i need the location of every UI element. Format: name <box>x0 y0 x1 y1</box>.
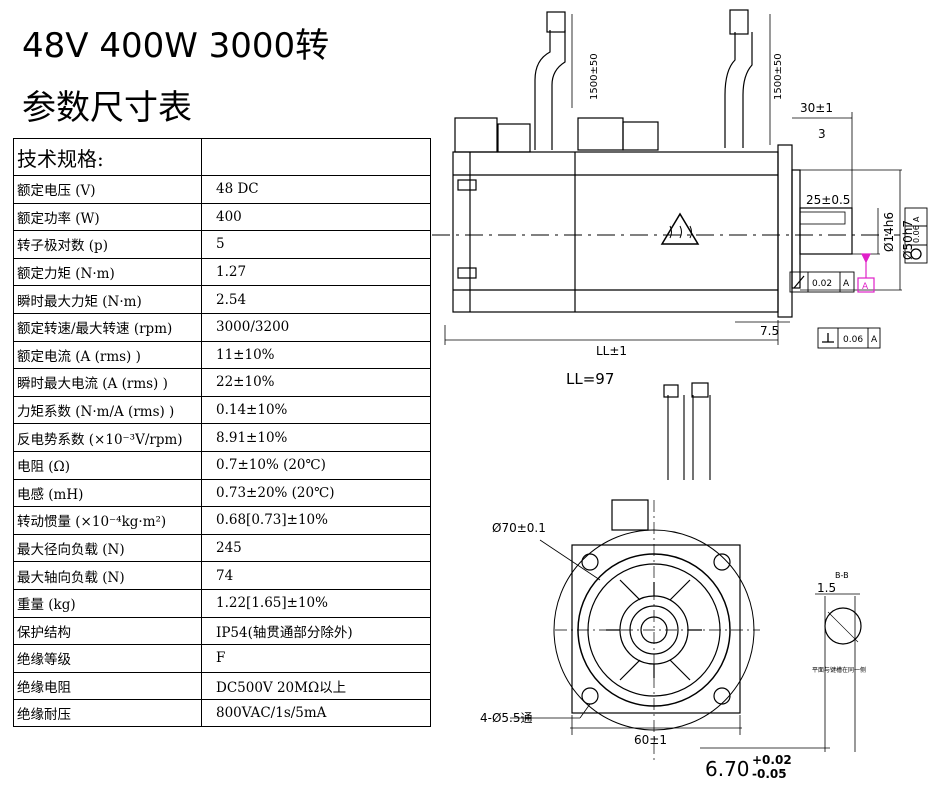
dim-spigot: Ø50h7 <box>901 220 915 260</box>
dim-25: 25±0.5 <box>806 193 850 207</box>
spec-name: 转动惯量 (×10⁻⁴kg·m²) <box>13 506 202 535</box>
spec-value: 1.22[1.65]±10% <box>201 588 431 618</box>
spec-name: 电阻 (Ω) <box>13 450 202 480</box>
cable-2 <box>724 32 736 148</box>
runout-value: 0.02 <box>812 279 832 289</box>
runout-frame <box>789 271 855 293</box>
table-row: 电感 (mH)0.73±20% (20℃) <box>13 478 431 508</box>
cable-1-b <box>551 30 566 150</box>
table-row: 瞬时最大电流 (A (rms) )22±10% <box>13 368 431 397</box>
spec-value: DC500V 20MΩ以上 <box>201 671 431 701</box>
table-row: 额定力矩 (N·m)1.27 <box>13 257 431 287</box>
connector-2 <box>729 9 749 35</box>
connector-housing-2 <box>577 117 624 151</box>
table-row: 最大轴向负载 (N)74 <box>13 561 431 590</box>
spec-value: 245 <box>201 533 431 563</box>
runout-datum: A <box>843 279 850 289</box>
spec-name: 最大轴向负载 (N) <box>13 561 202 590</box>
dim-30: 30±1 <box>800 101 833 115</box>
tol-minus: -0.05 <box>752 767 787 781</box>
table-row: 额定转速/最大转速 (rpm)3000/3200 <box>13 312 431 342</box>
table-row: 重量 (kg)1.22[1.65]±10% <box>13 588 431 618</box>
dim-pcd: Ø70±0.1 <box>492 521 546 535</box>
spec-name: 瞬时最大力矩 (N·m) <box>13 285 202 314</box>
spec-name: 额定电流 (A (rms) ) <box>13 340 202 370</box>
table-header-cell: 技术规格: <box>13 138 202 176</box>
spec-value: 11±10% <box>201 340 431 370</box>
spec-value: 8.91±10% <box>201 423 431 452</box>
connector-1 <box>546 11 566 33</box>
spec-name: 电感 (mH) <box>13 478 202 508</box>
dim-shaft: Ø14h6 <box>882 212 896 252</box>
spec-name: 绝缘等级 <box>13 644 202 673</box>
section-label: B-B <box>835 571 849 580</box>
spec-value: 5 <box>201 230 431 259</box>
dim-7-5: 7.5 <box>760 324 779 338</box>
motor-body <box>452 151 779 313</box>
tol-plus: +0.02 <box>752 753 792 767</box>
cable-length-1: 1500±50 <box>589 53 600 100</box>
ll-value: LL=97 <box>566 370 614 388</box>
spec-name: 额定电压 (V) <box>13 175 202 204</box>
spec-name: 绝缘耐压 <box>13 699 202 728</box>
cable-length-2: 1500±50 <box>773 53 784 100</box>
shaft <box>799 207 853 255</box>
spec-name: 转子极对数 (p) <box>13 230 202 259</box>
dim-1-5: 1.5 <box>817 581 836 595</box>
front-flange <box>571 544 741 714</box>
spec-value: 800VAC/1s/5mA <box>201 699 431 728</box>
title-line-2: 参数尺寸表 <box>22 88 192 128</box>
spec-name: 反电势系数 (×10⁻³V/rpm) <box>13 423 202 452</box>
perp-datum: A <box>871 335 878 345</box>
connector-housing-1 <box>454 117 498 153</box>
spec-value: 400 <box>201 202 431 232</box>
title-line-1: 48V 400W 3000转 <box>22 26 330 66</box>
spec-value: 0.73±20% (20℃) <box>201 478 431 508</box>
dim-6-70: 6.70 <box>705 757 750 781</box>
front-cables <box>667 395 711 480</box>
spec-name: 额定力矩 (N·m) <box>13 257 202 287</box>
table-row: 额定电流 (A (rms) )11±10% <box>13 340 431 370</box>
perpendicularity-frame <box>817 327 881 349</box>
dim-60: 60±1 <box>634 733 667 747</box>
cable-1 <box>534 30 551 150</box>
spec-name: 绝缘电阻 <box>13 671 202 701</box>
side-tol-value: 0.06 <box>912 225 921 243</box>
spec-value: IP54(轴贯通部分除外) <box>201 616 431 646</box>
cable-2-b <box>742 32 753 148</box>
dim-holes: 4-Ø5.5通 <box>480 711 533 725</box>
shaft-section <box>824 607 862 645</box>
spec-value: 0.7±10% (20℃) <box>201 450 431 480</box>
front-connector <box>611 499 649 531</box>
spec-name: 额定转速/最大转速 (rpm) <box>13 312 202 342</box>
spec-name: 力矩系数 (N·m/A (rms) ) <box>13 395 202 425</box>
table-row: 反电势系数 (×10⁻³V/rpm)8.91±10% <box>13 423 431 452</box>
dim-ll: LL±1 <box>596 344 627 358</box>
spec-name: 瞬时最大电流 (A (rms) ) <box>13 368 202 397</box>
table-row: 转子极对数 (p)5 <box>13 230 431 259</box>
table-row: 电阻 (Ω)0.7±10% (20℃) <box>13 450 431 480</box>
mount-hole <box>581 553 599 571</box>
table-header-empty <box>201 138 431 176</box>
flat-note: 平面与键槽在同一侧 <box>812 666 866 674</box>
perp-value: 0.06 <box>843 335 863 345</box>
side-tol-datum: A <box>912 216 921 222</box>
table-header-row: 技术规格: <box>13 138 431 176</box>
spec-value: 0.68[0.73]±10% <box>201 506 431 535</box>
hot-surface-icon <box>660 212 700 245</box>
dim-3: 3 <box>818 127 826 141</box>
spec-value: 22±10% <box>201 368 431 397</box>
spec-name: 保护结构 <box>13 616 202 646</box>
side-tol-frame <box>904 207 928 264</box>
table-row: 最大径向负载 (N)245 <box>13 533 431 563</box>
table-row: 转动惯量 (×10⁻⁴kg·m²)0.68[0.73]±10% <box>13 506 431 535</box>
table-row: 瞬时最大力矩 (N·m)2.54 <box>13 285 431 314</box>
datum-label: A <box>862 282 869 292</box>
